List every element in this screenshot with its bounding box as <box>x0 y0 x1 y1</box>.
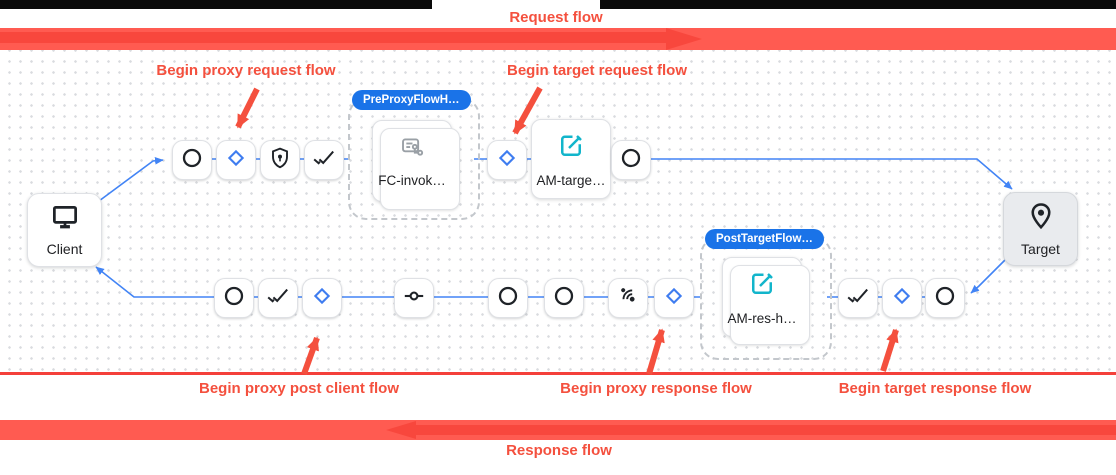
flow-canvas[interactable] <box>0 50 1116 372</box>
client-label: Client <box>46 241 83 257</box>
response-step-node[interactable] <box>488 278 528 318</box>
response-step-node-proxy-response-start[interactable] <box>654 278 694 318</box>
response-step-node-commit[interactable] <box>394 278 434 318</box>
response-flow-title: Response flow <box>506 442 612 459</box>
client-endpoint-node[interactable]: Client <box>27 193 102 267</box>
assign-message-icon <box>556 131 586 166</box>
response-step-node-target-response-start[interactable] <box>882 278 922 318</box>
am-target-policy-card[interactable]: AM-targe… <box>531 119 611 199</box>
response-step-node[interactable] <box>214 278 254 318</box>
circle-icon <box>552 284 576 313</box>
label-begin-proxy-request: Begin proxy request flow <box>156 62 336 79</box>
target-endpoint-node[interactable]: Target <box>1003 192 1078 266</box>
pre-proxy-flowhook-badge[interactable]: PreProxyFlowH… <box>352 90 471 110</box>
request-step-node-end[interactable] <box>611 140 651 180</box>
request-step-node-flow-start[interactable] <box>216 140 256 180</box>
commit-icon <box>401 284 427 313</box>
response-step-node-end[interactable] <box>925 278 965 318</box>
target-label: Target <box>1021 241 1060 257</box>
label-begin-proxy-response: Begin proxy response flow <box>560 380 752 397</box>
flow-callout-icon <box>397 135 427 166</box>
request-step-node-security[interactable] <box>260 140 300 180</box>
done-all-icon <box>845 284 871 313</box>
request-flow-bar <box>0 28 1116 50</box>
response-step-node-checks[interactable] <box>258 278 298 318</box>
circle-icon <box>496 284 520 313</box>
monitor-icon <box>48 203 82 238</box>
request-flow-title: Request flow <box>509 9 603 26</box>
request-step-node-target-start[interactable] <box>487 140 527 180</box>
canvas-bottom-border <box>0 372 1116 375</box>
sensors-icon <box>616 283 641 313</box>
label-begin-target-request: Begin target request flow <box>506 62 688 79</box>
response-step-node-sensors[interactable] <box>608 278 648 318</box>
circle-icon <box>933 284 957 313</box>
flag-diamond-icon <box>310 284 334 313</box>
circle-icon <box>180 146 204 175</box>
circle-icon <box>222 284 246 313</box>
am-response-label: AM-res-h… <box>727 310 797 326</box>
shield-lock-icon <box>268 146 292 175</box>
am-response-policy-card[interactable]: AM-res-h… <box>722 257 810 345</box>
flag-diamond-icon <box>890 284 914 313</box>
label-begin-target-response: Begin target response flow <box>838 380 1032 397</box>
done-all-icon <box>265 284 291 313</box>
done-all-icon <box>311 146 337 175</box>
response-step-node[interactable] <box>544 278 584 318</box>
fc-invoke-label: FC-invok… <box>378 172 446 188</box>
response-flow-bar <box>0 420 1116 440</box>
am-target-label: AM-targe… <box>536 172 606 188</box>
request-step-node[interactable] <box>172 140 212 180</box>
place-pin-icon <box>1025 201 1057 238</box>
post-target-flowhook-badge[interactable]: PostTargetFlow… <box>705 229 824 249</box>
top-window-strip-gap <box>432 0 600 9</box>
response-step-node-checks[interactable] <box>838 278 878 318</box>
circle-icon <box>619 146 643 175</box>
response-step-node-post-client-start[interactable] <box>302 278 342 318</box>
request-step-node-checks[interactable] <box>304 140 344 180</box>
flag-diamond-icon <box>224 146 248 175</box>
flag-diamond-icon <box>495 146 519 175</box>
flag-diamond-icon <box>662 284 686 313</box>
assign-message-icon <box>747 269 777 304</box>
fc-invoke-policy-card[interactable]: FC-invok… <box>372 120 460 210</box>
label-begin-proxy-post-client: Begin proxy post client flow <box>198 380 400 397</box>
